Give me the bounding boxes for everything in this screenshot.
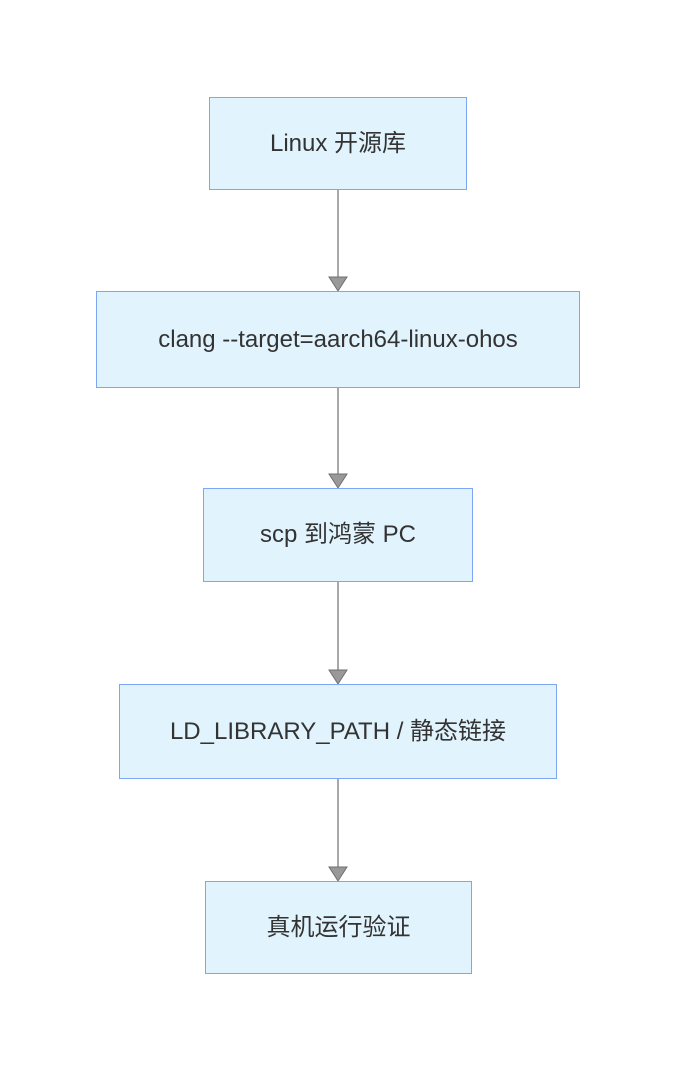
flow-edge [328,779,348,882]
arrowhead-down-icon [328,473,348,489]
flow-node-label: 真机运行验证 [266,913,411,941]
flow-node-scp-to-harmonyos-pc: scp 到鸿蒙 PC [203,488,473,582]
flow-node-label: clang --target=aarch64-linux-ohos [158,325,518,353]
arrowhead-down-icon [328,866,348,882]
flow-node-clang-cross-compile: clang --target=aarch64-linux-ohos [96,291,580,388]
arrowhead-down-icon [328,669,348,685]
flow-node-label: LD_LIBRARY_PATH / 静态链接 [169,717,507,745]
flow-node-ld-library-path-static-link: LD_LIBRARY_PATH / 静态链接 [119,684,557,779]
flow-node-label: scp 到鸿蒙 PC [259,521,417,549]
flow-edge [328,388,348,489]
flow-edge [328,190,348,292]
flow-edge [328,582,348,685]
flow-node-label: Linux 开源库 [269,129,407,157]
arrowhead-down-icon [328,276,348,292]
flow-node-linux-source-lib: Linux 开源库 [209,97,467,190]
flow-node-device-run-verify: 真机运行验证 [205,881,472,974]
